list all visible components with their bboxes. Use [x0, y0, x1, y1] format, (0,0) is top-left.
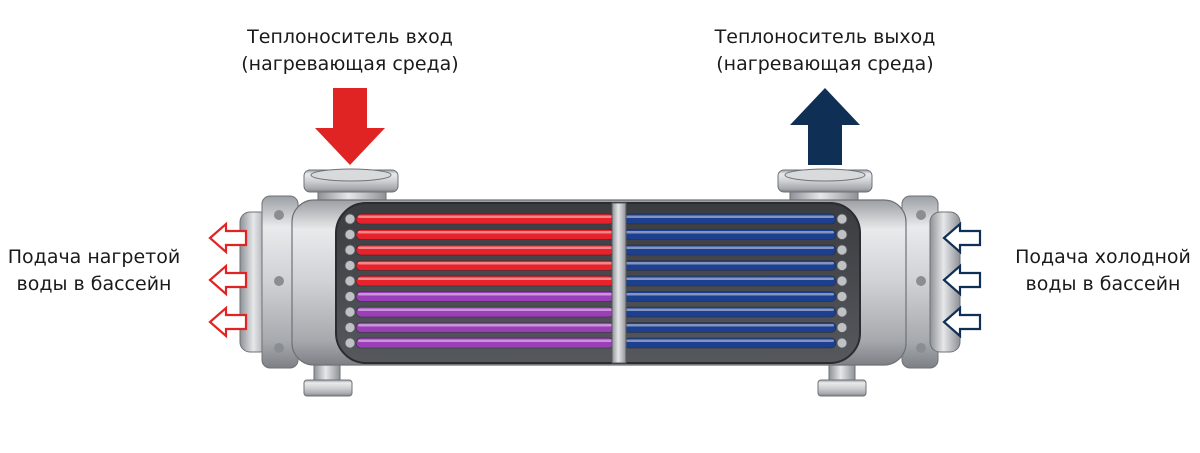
shell-cutaway — [335, 202, 861, 364]
outlet-arrow-up-icon — [790, 88, 860, 165]
heat-carrier-outlet-label: Теплоноситель выход (нагревающая среда) — [700, 24, 950, 78]
inlet-arrow-down-icon — [315, 88, 385, 165]
outline-arrow-left-icon — [942, 221, 982, 255]
cold-pool-label-line2: воды в бассейн — [1025, 273, 1181, 295]
outline-arrow-left-icon — [208, 221, 248, 255]
hot-pool-supply-label: Подача нагретой воды в бассейн — [4, 244, 184, 298]
hot-tube-bundle — [344, 213, 615, 349]
cold-tube-bundle — [623, 213, 848, 349]
outline-arrow-left-icon — [208, 305, 248, 339]
cold-pool-label-line1: Подача холодной — [1015, 246, 1191, 268]
heat-carrier-inlet-label: Теплоноситель вход (нагревающая среда) — [230, 24, 470, 78]
outline-arrow-left-icon — [942, 263, 982, 297]
outlet-label-line1: Теплоноситель выход — [714, 26, 936, 48]
outlet-label-line2: (нагревающая среда) — [716, 53, 934, 75]
hot-pool-label-line1: Подача нагретой — [7, 246, 181, 268]
outline-arrow-left-icon — [208, 263, 248, 297]
hot-pool-label-line2: воды в бассейн — [16, 273, 172, 295]
left-end-flange — [239, 195, 299, 369]
hot-flow-arrows — [208, 221, 248, 339]
outline-arrow-left-icon — [942, 305, 982, 339]
inlet-label-line1: Теплоноситель вход — [247, 26, 453, 48]
tube-support-baffle — [611, 202, 627, 364]
cold-flow-arrows — [942, 221, 982, 339]
inlet-label-line2: (нагревающая среда) — [241, 53, 459, 75]
cold-pool-supply-label: Подача холодной воды в бассейн — [1008, 244, 1198, 298]
